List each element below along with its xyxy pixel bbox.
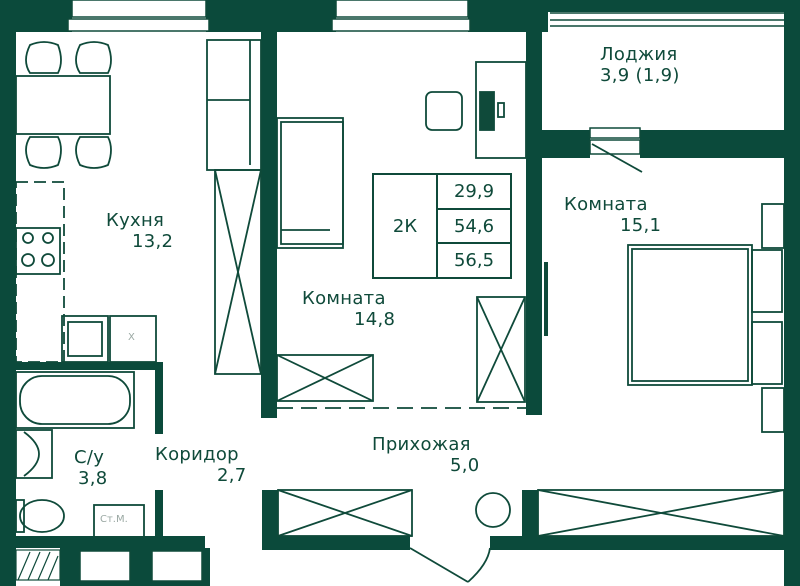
room-area: 2,7 — [217, 465, 247, 486]
chair — [25, 41, 62, 74]
chair — [25, 136, 62, 169]
room-area: 14,8 — [354, 309, 396, 330]
room-name: Прихожая — [372, 434, 471, 455]
total-area: 54,6 — [438, 210, 510, 245]
dining-table — [15, 75, 111, 135]
apartment-summary: 2К 29,9 54,6 56,5 — [372, 173, 512, 279]
room-label-loggia: Лоджия 3,9 (1,9) — [600, 44, 680, 86]
total-area-with-loggia: 56,5 — [453, 250, 495, 272]
kitchen-appliance-mark: X — [128, 332, 135, 343]
windows — [67, 0, 641, 582]
room-area: 15,1 — [620, 215, 662, 236]
living-area: 29,9 — [438, 175, 510, 210]
room-name: Комната — [564, 194, 648, 215]
room-area: 13,2 — [132, 231, 174, 252]
room-label-hallway: Прихожая 5,0 — [372, 434, 480, 476]
loggia-glazing — [550, 12, 784, 27]
furniture — [15, 39, 785, 583]
area-values: 29,9 54,6 56,5 — [438, 175, 510, 277]
room-name: Кухня — [106, 210, 165, 231]
hatch — [15, 549, 61, 581]
room-name: Комната — [302, 288, 386, 309]
chair — [75, 41, 112, 74]
room-area: 3,9 (1,9) — [600, 65, 680, 86]
room-label-kitchen: Кухня 13,2 — [106, 210, 173, 252]
room-label-corridor: Коридор 2,7 — [155, 444, 247, 486]
chair — [75, 136, 112, 169]
room-name: С/у — [74, 447, 105, 468]
room-label-bathroom: С/у 3,8 — [74, 447, 108, 489]
room-label-room-1: Комната 14,8 — [302, 288, 395, 330]
room-label-room-2: Комната 15,1 — [564, 194, 661, 236]
room-name: Лоджия — [600, 44, 678, 65]
apartment-type: 2К — [374, 175, 438, 277]
room-area: 3,8 — [78, 468, 108, 489]
room-name: Коридор — [155, 444, 239, 465]
room-area: 5,0 — [450, 455, 480, 476]
washing-machine-label: Ст.М. — [100, 514, 128, 525]
